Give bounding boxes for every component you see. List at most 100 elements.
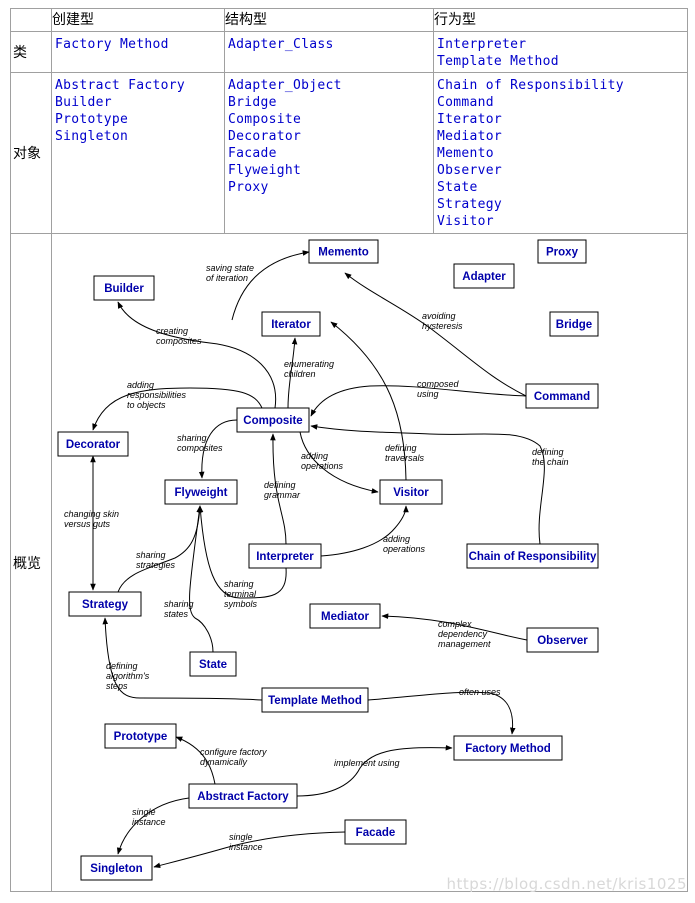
pattern-box-label: Adapter: [462, 271, 506, 283]
pattern-box-abstract-factory: Abstract Factory: [188, 783, 298, 809]
relationship-edge: [330, 321, 407, 481]
pattern-name: Facade: [228, 146, 277, 161]
pattern-box-label: State: [199, 659, 227, 671]
header-structural: 结构型: [224, 8, 434, 32]
pattern-box-composite: Composite: [236, 407, 310, 433]
pattern-name: Command: [437, 95, 494, 110]
pattern-name: Visitor: [437, 214, 494, 229]
relationship-edge: [117, 505, 203, 593]
relationship-edge: [153, 831, 346, 869]
relationship-edge: [367, 691, 516, 735]
relationship-edge: [270, 433, 287, 545]
pattern-box-label: Singleton: [90, 863, 142, 875]
pattern-box-label: Chain of Responsibility: [469, 551, 597, 563]
pattern-box-label: Template Method: [268, 695, 362, 707]
relationship-edge: [198, 419, 238, 479]
relationship-edge: [175, 736, 216, 785]
pattern-box-label: Prototype: [114, 731, 168, 743]
pattern-name: Mediator: [437, 129, 503, 144]
pattern-name: Abstract Factory: [55, 78, 186, 93]
relationship-edge: [116, 797, 190, 855]
pattern-box-label: Command: [534, 391, 590, 403]
pattern-name: Composite: [228, 112, 302, 127]
pattern-box-label: Observer: [537, 635, 588, 647]
pattern-box-label: Memento: [318, 247, 368, 259]
pattern-box-adapter: Adapter: [453, 263, 515, 289]
pattern-name: Observer: [437, 163, 503, 178]
pattern-box-label: Interpreter: [256, 551, 314, 563]
relationship-edge: [117, 301, 277, 409]
pattern-name: Bridge: [228, 95, 277, 110]
pattern-box-label: Composite: [243, 415, 302, 427]
pattern-box-singleton: Singleton: [80, 855, 153, 881]
header-row: 创建型 结构型 行为型: [10, 8, 688, 32]
pattern-box-state: State: [189, 651, 237, 677]
pattern-name: Template Method: [437, 54, 559, 69]
pattern-box-label: Bridge: [556, 319, 592, 331]
header-behavioral: 行为型: [433, 8, 688, 32]
pattern-box-decorator: Decorator: [57, 431, 129, 457]
pattern-name: Chain of Responsibility: [437, 78, 624, 93]
pattern-name: Memento: [437, 146, 494, 161]
pattern-box-label: Flyweight: [174, 487, 227, 499]
relationship-edge: [189, 505, 214, 653]
pattern-box-facade: Facade: [344, 819, 407, 845]
relationship-edge: [102, 617, 263, 701]
pattern-name: Factory Method: [55, 37, 169, 52]
pattern-name: Singleton: [55, 129, 129, 144]
row-label-class: 类: [10, 31, 52, 73]
relationship-edge: [310, 385, 527, 417]
pattern-box-visitor: Visitor: [379, 479, 443, 505]
relationship-edge: [299, 431, 379, 494]
pattern-box-label: Decorator: [66, 439, 121, 451]
relationship-edge: [310, 424, 545, 545]
class-structural: Adapter_Class: [224, 31, 434, 73]
pattern-box-label: Factory Method: [465, 743, 551, 755]
pattern-box-label: Proxy: [546, 247, 579, 259]
pattern-box-label: Builder: [104, 283, 144, 295]
relationship-edge: [287, 337, 298, 409]
pattern-box-strategy: Strategy: [68, 591, 142, 617]
edge-label-often-uses: often uses: [459, 687, 501, 697]
pattern-box-bridge: Bridge: [549, 311, 599, 337]
pattern-box-label: Visitor: [393, 487, 429, 499]
pattern-box-observer: Observer: [526, 627, 599, 653]
pattern-box-label: Facade: [356, 827, 396, 839]
pattern-name: Strategy: [437, 197, 503, 212]
header-creational: 创建型: [51, 8, 225, 32]
pattern-name: Adapter_Object: [228, 78, 342, 93]
row-label-overview: 概览: [10, 233, 52, 892]
watermark: https://blog.csdn.net/kris1025: [446, 875, 687, 893]
relationship-edge: [231, 250, 310, 321]
pattern-name: Adapter_Class: [228, 37, 334, 52]
pattern-name: State: [437, 180, 478, 195]
pattern-name: Iterator: [437, 112, 503, 127]
pattern-name: Flyweight: [228, 163, 302, 178]
pattern-box-iterator: Iterator: [261, 311, 321, 337]
relationship-edge: [344, 272, 527, 397]
pattern-box-builder: Builder: [93, 275, 155, 301]
